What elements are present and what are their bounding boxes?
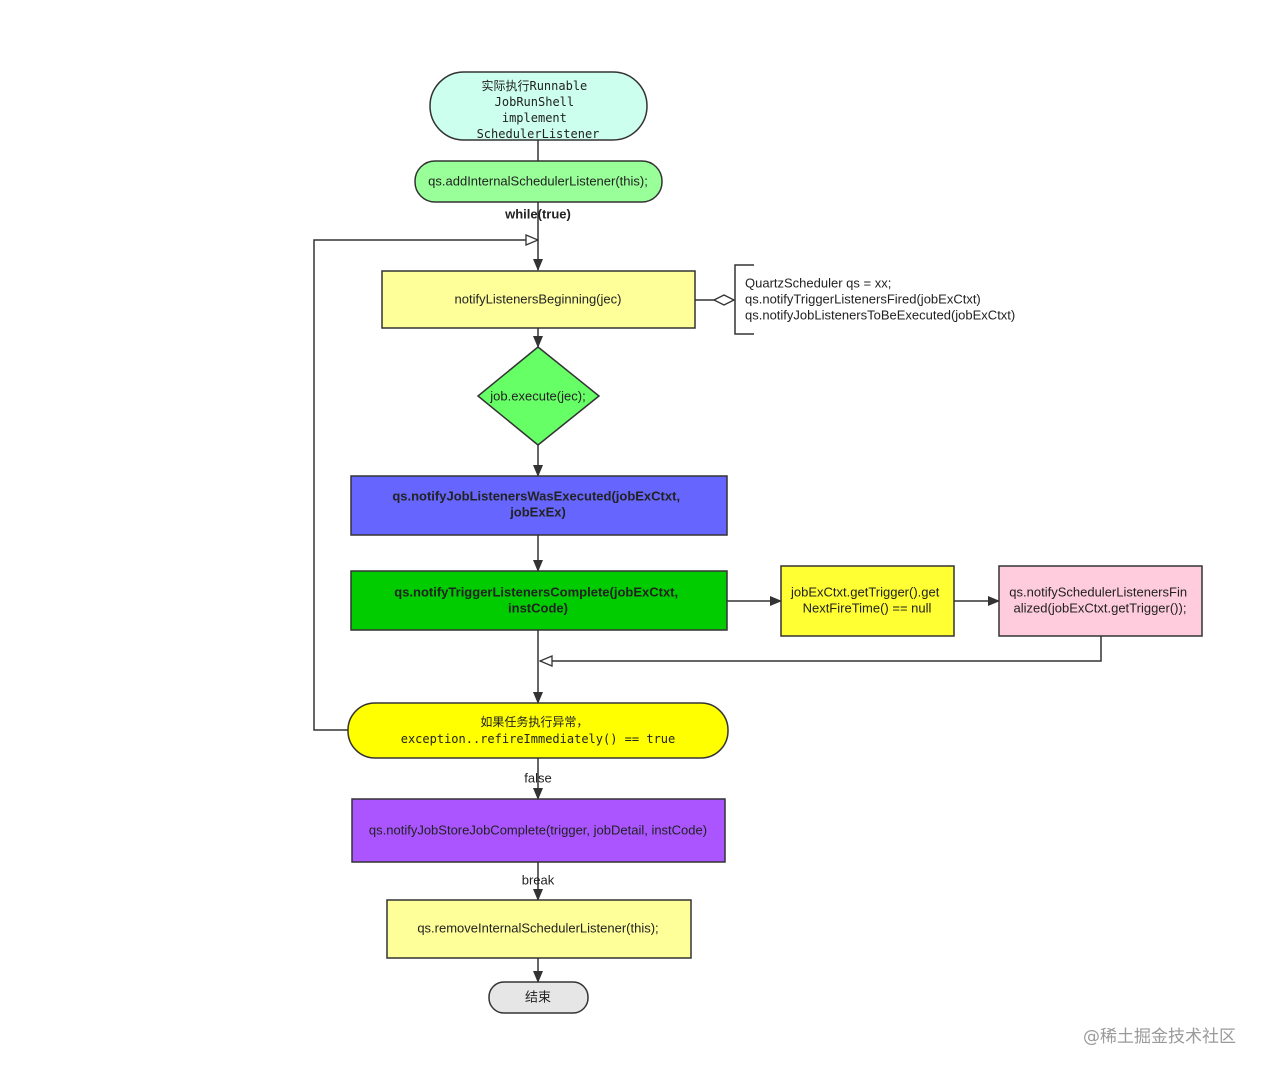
node-trigger-complete: qs.notifyTriggerListenersComplete(jobExC…: [350, 570, 728, 631]
svg-text:实际执行Runnable JobRunShell: 实际执行Runnable JobRunShell implement Sched…: [477, 78, 600, 141]
node-execute-decision: job.execute(jec);: [476, 346, 601, 446]
node-add-listener: qs.addInternalSchedulerListener(this);: [414, 160, 663, 203]
job-complete-label: qs.notifyJobStoreJobComplete(trigger, jo…: [369, 823, 707, 838]
finalized-line-2: alized(jobExCtxt.getTrigger());: [1014, 601, 1187, 616]
note-listeners-fired: QuartzScheduler qs = xx; qs.notifyTrigge…: [734, 264, 1015, 335]
trigger-complete-line-2: instCode): [508, 601, 568, 616]
next-fire-line-2: NextFireTime() == null: [803, 601, 932, 616]
node-end: 结束: [488, 981, 589, 1014]
was-executed-line-1: qs.notifyJobListenersWasExecuted(jobExCt…: [392, 489, 680, 504]
svg-text:qs.notifyTriggerListenersCompl: qs.notifyTriggerListenersComplete(jobExC…: [394, 585, 682, 616]
exception-line-2: exception..refireImmediately() == true: [401, 732, 676, 746]
svg-text:qs.notifyJobListenersWasExecut: qs.notifyJobListenersWasExecuted(jobExCt…: [392, 489, 683, 520]
notify-beginning-label: notifyListenersBeginning(jec): [455, 292, 622, 307]
finalized-line-1: qs.notifySchedulerListenersFin: [1009, 585, 1187, 600]
remove-listener-label: qs.removeInternalSchedulerListener(this)…: [417, 921, 658, 936]
add-listener-label: qs.addInternalSchedulerListener(this);: [428, 174, 648, 189]
svg-text:qs.notifySchedulerListenersFin: qs.notifySchedulerListenersFin alized(jo…: [1009, 585, 1190, 616]
end-label: 结束: [525, 990, 551, 1005]
node-start: 实际执行Runnable JobRunShell implement Sched…: [429, 71, 648, 141]
svg-text:如果任务执行异常， exception..ref: 如果任务执行异常， exception..refireImmediately()…: [401, 714, 676, 746]
note-line-3: qs.notifyJobListenersToBeExecuted(jobExC…: [745, 308, 1015, 323]
svg-text:QuartzScheduler qs = xx;: QuartzScheduler qs = xx; qs.notifyTrigge…: [745, 276, 1015, 323]
node-was-executed: qs.notifyJobListenersWasExecuted(jobExCt…: [350, 475, 728, 536]
was-executed-line-2: jobExEx): [509, 505, 566, 520]
note-line-1: QuartzScheduler qs = xx;: [745, 276, 891, 291]
edge-label-while: while(true): [504, 207, 571, 222]
watermark: @稀土掘金技术社区: [1083, 1027, 1236, 1047]
node-finalized: qs.notifySchedulerListenersFin alized(jo…: [998, 565, 1203, 637]
note-line-2: qs.notifyTriggerListenersFired(jobExCtxt…: [745, 292, 981, 307]
node-notify-beginning: notifyListenersBeginning(jec): [381, 270, 696, 329]
start-line-1: 实际执行Runnable: [481, 78, 587, 93]
node-remove-listener: qs.removeInternalSchedulerListener(this)…: [386, 899, 692, 959]
edges: [313, 140, 1102, 983]
trigger-complete-line-1: qs.notifyTriggerListenersComplete(jobExC…: [394, 585, 678, 600]
node-next-fire-check: jobExCtxt.getTrigger().get NextFireTime(…: [780, 565, 955, 637]
exception-line-1: 如果任务执行异常，: [480, 714, 588, 729]
node-exception-check: 如果任务执行异常， exception..refireImmediately()…: [347, 702, 729, 759]
start-line-4: SchedulerListener: [477, 127, 600, 141]
start-line-2: JobRunShell: [495, 95, 574, 109]
start-line-3: implement: [502, 111, 567, 125]
svg-text:jobExCtxt.getTrigger().get: jobExCtxt.getTrigger().get NextFireTime(…: [790, 585, 943, 616]
note-bracket: [734, 264, 754, 335]
edge-loop-back: [313, 240, 538, 731]
edge-finalized-back: [540, 636, 1102, 661]
next-fire-line-1: jobExCtxt.getTrigger().get: [790, 585, 940, 600]
edge-label-break: break: [522, 873, 555, 888]
aggregation-diamond-icon: [712, 294, 736, 306]
edge-label-false: false: [524, 771, 551, 786]
execute-label: job.execute(jec);: [489, 389, 585, 404]
node-job-complete: qs.notifyJobStoreJobComplete(trigger, jo…: [351, 798, 726, 863]
